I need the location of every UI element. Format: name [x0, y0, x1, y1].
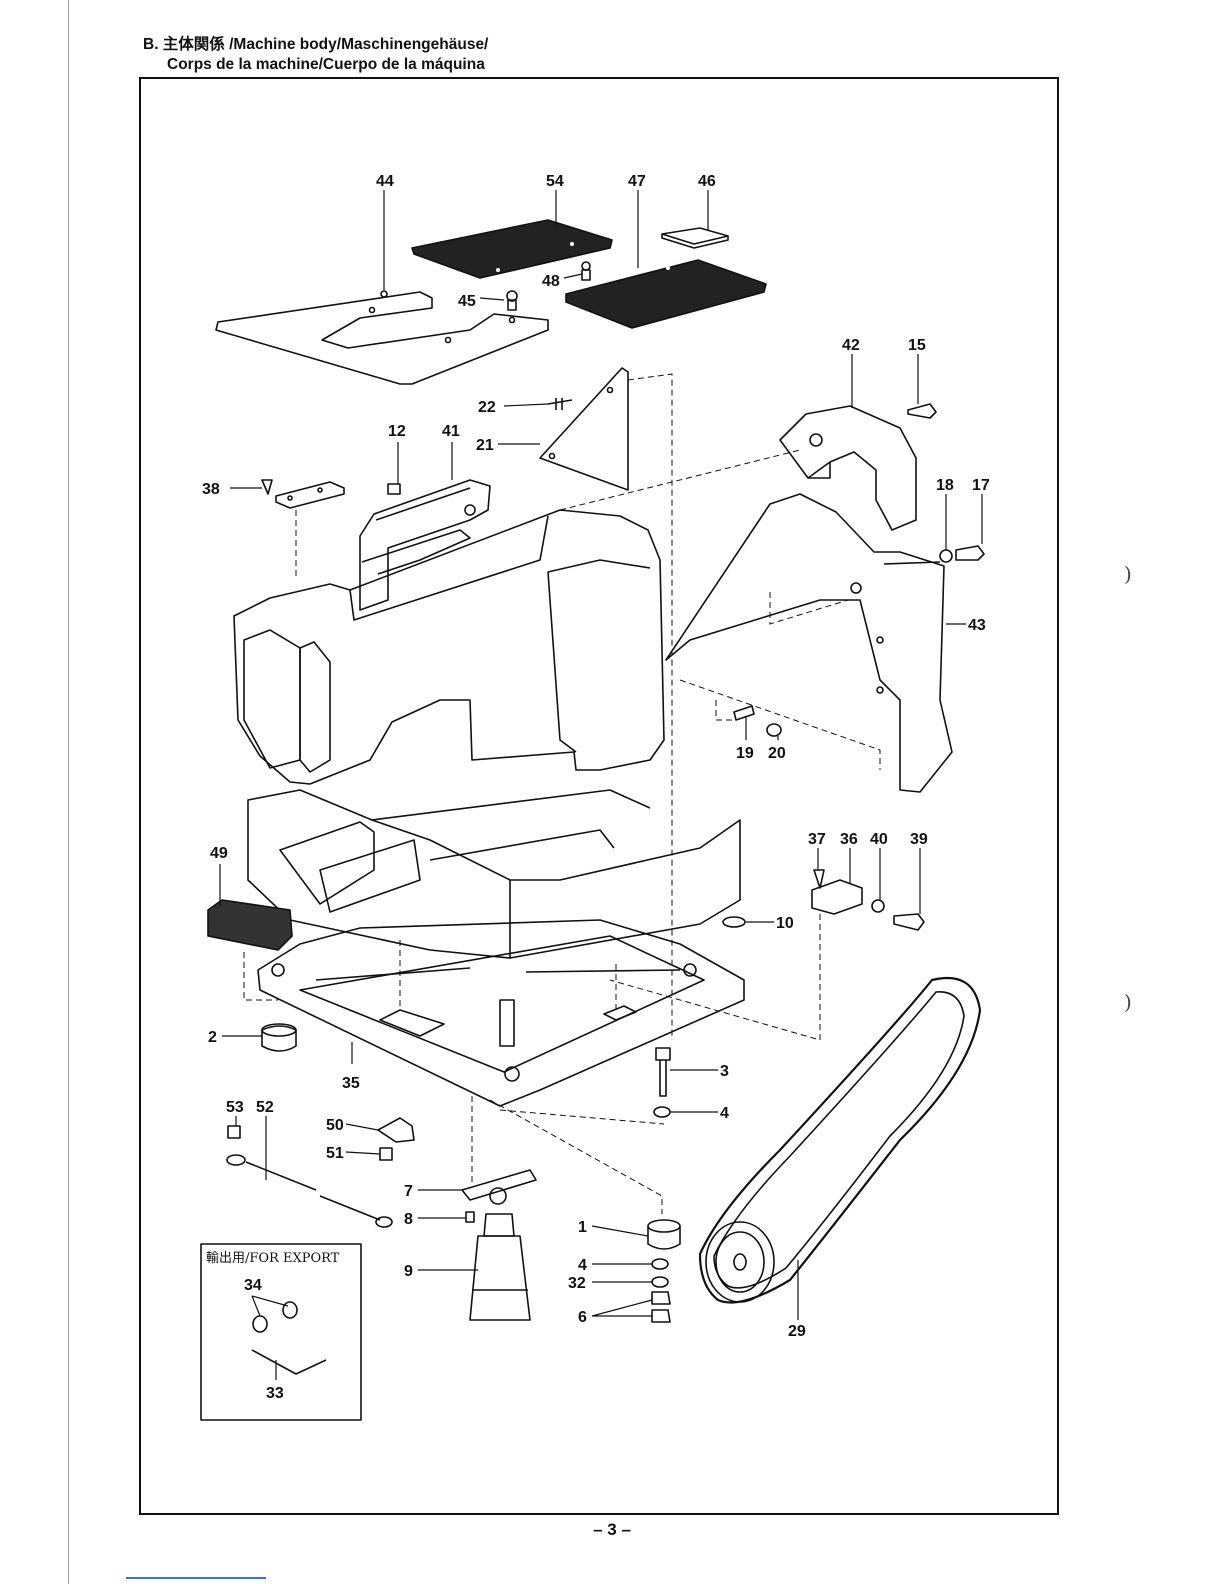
hinge-38	[276, 482, 344, 508]
label-44: 44	[376, 173, 394, 190]
label-1: 1	[578, 1219, 587, 1236]
label-54: 54	[546, 173, 564, 190]
oil-cup-9	[470, 1236, 530, 1320]
label-43: 43	[968, 617, 986, 634]
label-15: 15	[908, 337, 926, 354]
label-51: 51	[326, 1145, 344, 1162]
label-49: 49	[210, 845, 228, 862]
label-33: 33	[266, 1385, 284, 1402]
felt-pad-49	[208, 900, 292, 950]
margin-paren-1: )	[1124, 562, 1132, 586]
label-18: 18	[936, 477, 954, 494]
rubber-sheet-47	[566, 260, 766, 328]
rear-cover-43	[666, 494, 952, 792]
machine-bed	[248, 790, 740, 958]
scan-bottom-line	[126, 1577, 266, 1579]
page-number: – 3 –	[0, 1520, 1224, 1540]
label-41: 41	[442, 423, 460, 440]
label-29: 29	[788, 1323, 806, 1340]
label-53: 53	[226, 1099, 244, 1116]
label-42: 42	[842, 337, 860, 354]
base-plate-35	[258, 920, 744, 1106]
label-12: 12	[388, 423, 406, 440]
label-45: 45	[458, 293, 476, 310]
top-cover-plate	[216, 292, 548, 384]
label-36: 36	[840, 831, 858, 848]
side-cover-41	[360, 480, 490, 610]
label-48: 48	[542, 273, 560, 290]
label-22: 22	[478, 399, 496, 416]
label-10: 10	[776, 915, 794, 932]
margin-paren-2: )	[1124, 990, 1132, 1014]
label-46: 46	[698, 173, 716, 190]
triangle-plate-21	[540, 368, 628, 490]
label-20: 20	[768, 745, 786, 762]
belt-cover-42	[780, 406, 916, 530]
export-box-title: 輸出用/FOR EXPORT	[206, 1251, 340, 1266]
label-6: 6	[578, 1309, 587, 1326]
label-8: 8	[404, 1211, 413, 1228]
label-37: 37	[808, 831, 826, 848]
label-2: 2	[208, 1029, 217, 1046]
label-4a: 4	[720, 1105, 729, 1122]
label-32: 32	[568, 1275, 586, 1292]
label-50: 50	[326, 1117, 344, 1134]
label-40: 40	[870, 831, 888, 848]
label-17: 17	[972, 477, 990, 494]
label-7: 7	[404, 1183, 413, 1200]
label-52: 52	[256, 1099, 274, 1116]
label-21: 21	[476, 437, 494, 454]
label-39: 39	[910, 831, 928, 848]
label-19: 19	[736, 745, 754, 762]
label-3: 3	[720, 1063, 729, 1080]
label-38: 38	[202, 481, 220, 498]
label-35: 35	[342, 1075, 360, 1092]
label-34: 34	[244, 1277, 262, 1294]
label-47: 47	[628, 173, 646, 190]
label-9: 9	[404, 1263, 413, 1280]
label-4b: 4	[578, 1257, 587, 1274]
